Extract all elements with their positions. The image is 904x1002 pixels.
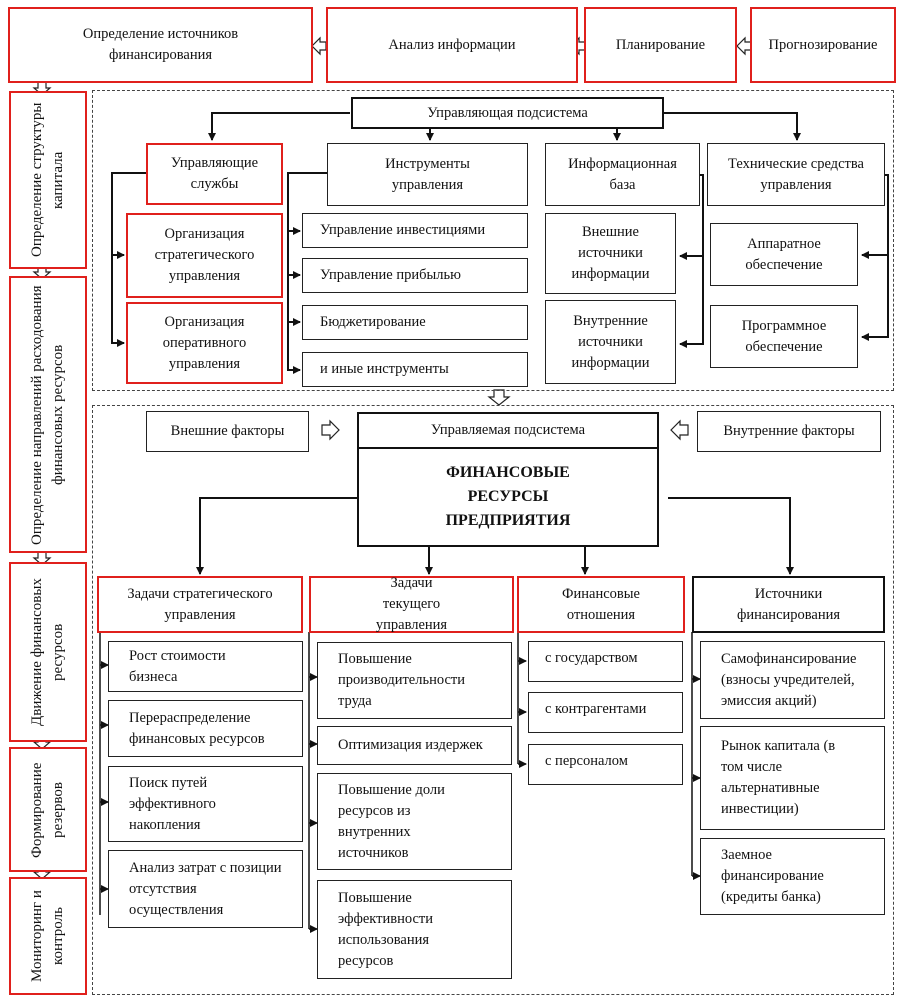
info-base-item: Внутренние источники информации [545, 300, 676, 384]
connector [668, 497, 794, 575]
managing-subsystem-frame [92, 90, 894, 391]
hollow-arrow-left-icon [736, 36, 752, 56]
relations-item: с контрагентами [528, 692, 683, 733]
instruments-item: Бюджетирование [302, 305, 528, 340]
hollow-arrow-right-icon [321, 419, 340, 441]
current-tasks-box: Задачи текущего управления [309, 575, 514, 633]
services-box: Управляющие службы [146, 143, 283, 205]
external-factors-box: Внешние факторы [146, 411, 309, 452]
step-forecasting: Прогнозирование [750, 7, 896, 83]
step-analysis: Анализ информации [326, 7, 578, 83]
connector [287, 172, 327, 374]
current-item: Повышение эффективности использования ре… [317, 880, 512, 979]
financial-relations-box: Финансовые отношения [517, 576, 685, 633]
step-monitoring: Мониторинг и контроль [9, 877, 87, 995]
step-capital-structure: Определение структуры капитала [9, 91, 87, 269]
hollow-arrow-down-icon [32, 551, 52, 566]
managing-subsystem-title: Управляющая подсистема [351, 97, 664, 129]
hollow-arrow-down-icon [487, 389, 511, 406]
strategic-item: Перераспределение финансовых ресурсов [108, 700, 303, 757]
strategic-item: Рост стоимости бизнеса [108, 641, 303, 692]
strategic-tasks-box: Задачи стратегического управления [97, 576, 303, 633]
current-item: Повышение производительности труда [317, 642, 512, 719]
step-spending-directions: Определение направлений расходования фин… [9, 276, 87, 553]
instruments-item: Управление инвестициями [302, 213, 528, 248]
current-item: Повышение доли ресурсов из внутренних ис… [317, 773, 512, 870]
managed-subsystem-frame [92, 405, 894, 995]
managed-subsystem-title: Управляемая подсистема [357, 412, 659, 449]
current-item: Оптимизация издержек [317, 726, 512, 765]
relations-item: с государством [528, 641, 683, 682]
step-sources: Определение источников финансирования [8, 7, 313, 83]
funding-item: Рынок капитала (в том числе альтернативн… [700, 726, 885, 830]
tech-box: Технические средства управления [707, 143, 885, 206]
step-reserves: Формирование резервов [9, 747, 87, 872]
instruments-box: Инструменты управления [327, 143, 528, 206]
tech-item: Аппаратное обеспечение [710, 223, 858, 286]
funding-sources-box: Источники финансирования [692, 576, 885, 633]
connector [664, 112, 801, 141]
funding-item: Заемное финансирование (кредиты банка) [700, 838, 885, 915]
financial-resources-core: ФИНАНСОВЫЕ РЕСУРСЫ ПРЕДПРИЯТИЯ [357, 447, 659, 547]
hollow-arrow-left-icon [670, 419, 689, 441]
strategic-item: Анализ затрат с позиции отсутствия осуще… [108, 850, 303, 928]
connector [679, 174, 704, 348]
instruments-item: и иные инструменты [302, 352, 528, 387]
instruments-item: Управление прибылью [302, 258, 528, 293]
step-planning: Планирование [584, 7, 737, 83]
tech-item: Программное обеспечение [710, 305, 858, 368]
services-item: Организация оперативного управления [126, 302, 283, 384]
step-movement: Движение финансовых ресурсов [9, 562, 87, 742]
strategic-item: Поиск путей эффективного накопления [108, 766, 303, 842]
services-item: Организация стратегического управления [126, 213, 283, 298]
connector [111, 172, 146, 347]
hollow-arrow-left-icon [311, 36, 327, 56]
connector [208, 112, 350, 141]
funding-item: Самофинансирование (взносы учредителей, … [700, 641, 885, 719]
relations-item: с персоналом [528, 744, 683, 785]
connector [196, 497, 357, 575]
info-base-item: Внешние источники информации [545, 213, 676, 294]
info-base-box: Информационная база [545, 143, 700, 206]
internal-factors-box: Внутренние факторы [697, 411, 881, 452]
